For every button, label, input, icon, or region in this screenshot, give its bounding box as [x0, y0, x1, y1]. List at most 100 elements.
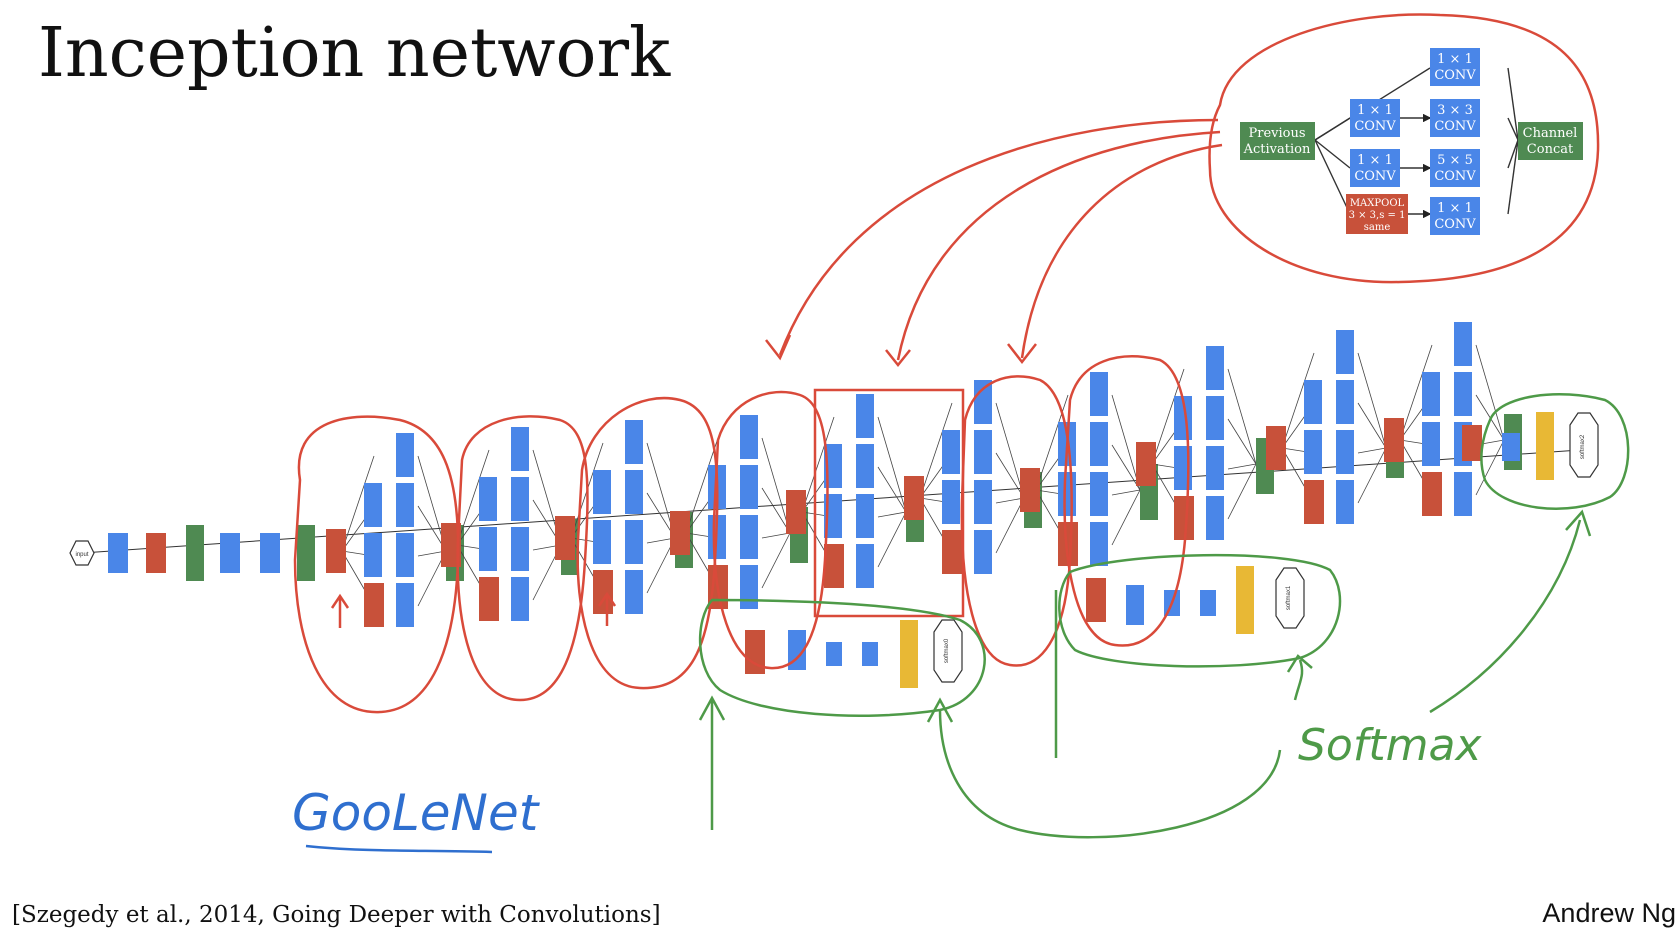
- aux1-fc-1: [826, 642, 842, 666]
- pointer-arrow-2-head: [885, 349, 911, 368]
- block-4-conv-1x1-c: [740, 565, 758, 609]
- input-node: [69, 540, 95, 566]
- block-6-maxpool: [942, 530, 962, 574]
- softmax0-node: [933, 619, 963, 683]
- final-softmax-activation: [1536, 412, 1554, 480]
- block-edge: [995, 497, 1025, 554]
- previous-activation-node: [1240, 122, 1315, 160]
- block-5-conv-1x1-a: [824, 444, 842, 488]
- red-circle-block-7: [1063, 355, 1190, 647]
- block-5-conv-1x1-top: [856, 394, 874, 438]
- block-2-conv-3x3: [511, 477, 529, 521]
- block-10-maxpool: [1422, 472, 1442, 516]
- conv-1x1-b-label-line1: 1 × 1: [1357, 153, 1393, 168]
- block-5-maxpool: [824, 544, 844, 588]
- maxpool-label-line2: 3 × 3,s = 1: [1349, 210, 1406, 221]
- block-6-conv-1x1-b: [942, 480, 960, 524]
- block-edge: [1111, 489, 1141, 496]
- block-4-conv-5x5: [740, 515, 758, 559]
- block-edge: [761, 487, 791, 534]
- block-edge: [1357, 447, 1387, 454]
- maxpool-node: [1346, 194, 1408, 234]
- block-3-conv-1x1-top: [625, 420, 643, 464]
- green-curve-to-aux1: [926, 697, 1282, 839]
- edge: [1314, 117, 1351, 141]
- conv-1x1-top-node: [1430, 48, 1480, 86]
- conv-1x1-c-node: [1430, 197, 1480, 235]
- block-6-conv-5x5: [974, 480, 992, 524]
- block-3-conv-3x3: [625, 470, 643, 514]
- conv-3x3-label-line1: 3 × 3: [1437, 103, 1473, 118]
- aux2-softmax-activation: [1236, 566, 1254, 634]
- module-pointer-arrows: [765, 118, 1223, 368]
- conv-1x1-top-label-line2: CONV: [1434, 68, 1476, 83]
- conv-1x1-a-label-line2: CONV: [1354, 119, 1396, 134]
- block-edge: [919, 402, 953, 499]
- green-circle-aux1: [698, 598, 986, 717]
- block-10-conv-1x1-a: [1422, 372, 1440, 416]
- block-1-conv-3x3: [396, 483, 414, 527]
- conv-1x1-b-label-line2: CONV: [1354, 169, 1396, 184]
- block-edge: [801, 416, 835, 513]
- block-2-conv-1x1-top: [511, 427, 529, 471]
- pointer-arrow-3-head: [1007, 343, 1037, 365]
- inception-module-detail: Previous Activation 1 × 1 CONV 1 × 1 CON…: [1240, 48, 1583, 235]
- block-4-entry: [670, 511, 690, 555]
- author-name: Andrew Ng: [1542, 898, 1676, 928]
- block-2-conv-1x1-c: [511, 577, 529, 621]
- softmax2-label: softmax2: [1580, 434, 1586, 459]
- block-3-entry: [555, 516, 575, 560]
- block-5-conv-1x1-c: [856, 544, 874, 588]
- stem-conv-3: [260, 533, 280, 573]
- block-1-maxpool: [364, 583, 384, 627]
- block-5-conv-3x3: [856, 444, 874, 488]
- pointer-arrow-2: [896, 130, 1221, 361]
- block-7-conv-1x1-b: [1058, 472, 1076, 516]
- block-2-entry: [441, 523, 461, 567]
- green-circle-aux2: [1058, 553, 1342, 668]
- block-edge: [877, 511, 907, 518]
- block-2-maxpool: [479, 577, 499, 621]
- softmax1-label: softmax1: [1286, 585, 1292, 610]
- aux2-conv: [1126, 585, 1144, 625]
- red-up-arrow-2: [597, 591, 617, 626]
- block-edge: [1281, 352, 1315, 449]
- block-3-conv-1x1-c: [625, 570, 643, 614]
- block-9-conv-1x1-b: [1304, 430, 1322, 474]
- aux1-conv: [788, 630, 806, 670]
- block-edge: [995, 497, 1025, 504]
- stem-conv-1: [108, 533, 128, 573]
- pointer-arrow-1: [778, 118, 1219, 356]
- block-3-conv-5x5: [625, 520, 643, 564]
- aux2-pool: [1086, 578, 1106, 622]
- pointer-arrow-3: [1020, 143, 1223, 359]
- block-3-conv-1x1-a: [593, 470, 611, 514]
- input-label: input: [75, 552, 88, 558]
- block-edge: [995, 452, 1025, 499]
- block-6-conv-1x1-a: [942, 430, 960, 474]
- stem-pool-1: [146, 533, 166, 573]
- conv-1x1-top-label-line1: 1 × 1: [1437, 52, 1473, 67]
- block-edge: [1227, 463, 1257, 520]
- block-edge: [1227, 368, 1257, 465]
- green-up-arrow-left: [698, 695, 726, 830]
- softmax-green-annotations: [698, 393, 1630, 839]
- block-edge: [877, 511, 907, 568]
- block-red-circles: [293, 355, 1190, 714]
- block-edge: [1111, 444, 1141, 491]
- green-arrow-to-final: [1429, 509, 1592, 714]
- block-8-entry: [1136, 442, 1156, 486]
- block-edge: [341, 455, 375, 552]
- block-1-entry: [326, 529, 346, 573]
- softmax0-label: softmax0: [944, 638, 950, 663]
- block-edge: [995, 402, 1025, 499]
- block-9-entry: [1266, 426, 1286, 470]
- block-9-maxpool: [1304, 480, 1324, 524]
- block-edge: [1111, 394, 1141, 491]
- block-edge: [1475, 344, 1505, 441]
- channel-concat-label-line2: Concat: [1527, 142, 1574, 157]
- pointer-arrow-1-head: [765, 334, 792, 361]
- block-7-conv-1x1-c: [1090, 522, 1108, 566]
- softmax-annotation: Softmax: [1298, 720, 1482, 771]
